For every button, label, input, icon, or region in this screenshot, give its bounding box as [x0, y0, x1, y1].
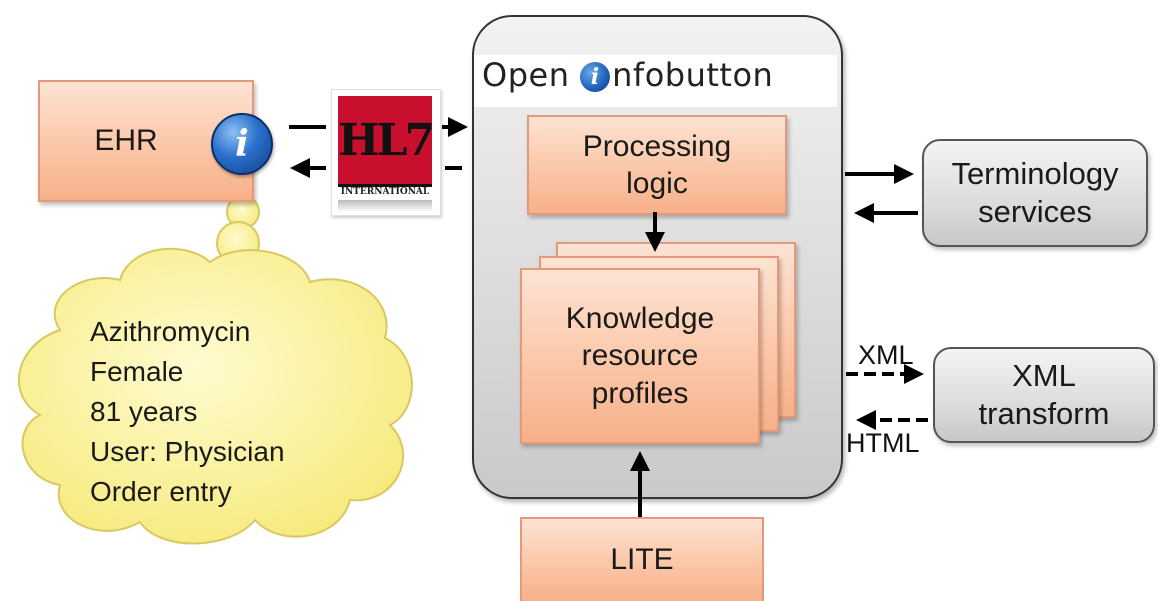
xml-transform-line2: transform [978, 396, 1110, 431]
lite-label: LITE [610, 543, 674, 577]
hl7-logo-subtext: INTERNATIONAL [340, 187, 430, 197]
xml-transform-box: XML transform [933, 347, 1155, 443]
knowledge-line2: resource [581, 339, 699, 373]
xml-transform-line1: XML [1012, 358, 1076, 394]
processing-logic-box: Processing logic [527, 115, 787, 215]
cloud-line-1: Azithromycin [90, 316, 251, 347]
cloud-line-2: Female [90, 356, 184, 387]
xml-edge-label: XML [858, 340, 914, 370]
title-prefix: Open [482, 56, 581, 94]
hl7-logo-text: HL7 [337, 114, 435, 166]
info-icon: i [211, 113, 273, 175]
processing-logic-line2: logic [626, 167, 688, 200]
knowledge-resource-profiles-box: Knowledge resource profiles [520, 268, 760, 444]
cloud-line-3: 81 years [90, 396, 198, 427]
openinfobutton-title-band [474, 55, 837, 107]
processing-logic-line1: Processing [582, 129, 732, 163]
terminology-line2: services [978, 194, 1092, 229]
ehr-label: EHR [94, 124, 158, 158]
info-icon: i [580, 62, 611, 92]
hl7-logo: HL7 INTERNATIONAL [331, 89, 441, 216]
terminology-line1: Terminology [951, 156, 1119, 192]
hl7-logo-mark: HL7 [337, 96, 435, 187]
terminology-services-box: Terminology services [922, 139, 1148, 247]
knowledge-line3: profiles [591, 376, 689, 410]
html-edge-label: HTML [846, 428, 920, 458]
hl7-logo-reflection [338, 200, 432, 212]
lite-box: LITE [520, 517, 764, 601]
info-glyph: i [235, 123, 249, 165]
title-suffix: nfobutton [612, 56, 774, 94]
context-cloud-text: Azithromycin Female 81 years User: Physi… [90, 312, 285, 512]
cloud-line-4: User: Physician [90, 436, 285, 467]
cloud-line-5: Order entry [90, 476, 232, 507]
knowledge-line1: Knowledge [565, 301, 715, 335]
